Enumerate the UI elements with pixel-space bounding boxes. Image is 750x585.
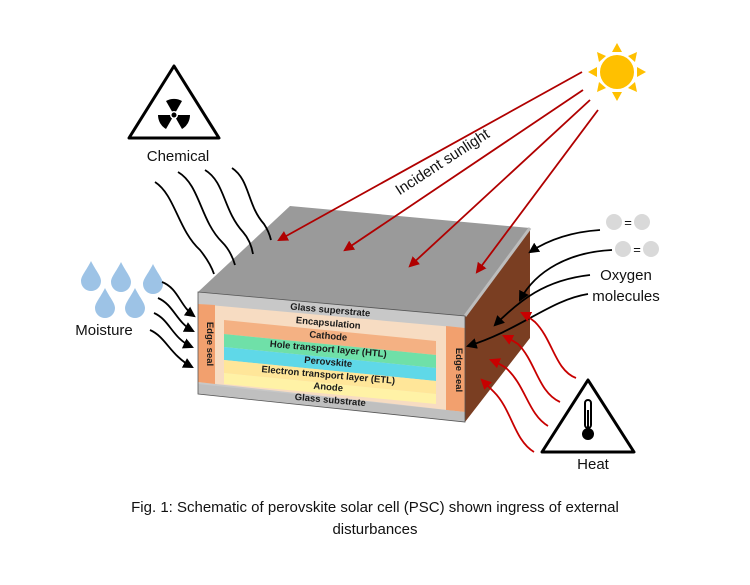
layer-label-cathode: Cathode <box>309 329 348 343</box>
incident-sunlight-label: Incident sunlight <box>392 125 493 199</box>
water-drop-icon <box>81 261 101 291</box>
oxygen-molecule-icon: = <box>606 214 650 230</box>
radiation-icon <box>157 98 191 129</box>
heat-label: Heat <box>577 456 610 473</box>
thermometer-icon <box>582 399 594 440</box>
htl-layer <box>224 334 436 368</box>
oxygen-label-line1: Oxygen <box>600 267 652 284</box>
oxygen-molecule-icon: = <box>615 241 659 257</box>
layer-label-perovskite: Perovskite <box>304 355 353 370</box>
edge-seal-left <box>198 304 215 384</box>
oxygen-molecules: = = Oxygen molecules <box>465 214 660 349</box>
water-drop-icon <box>143 264 163 294</box>
edge-seal-right-label: Edge seal <box>453 348 464 392</box>
anode-layer <box>224 373 436 404</box>
figure-caption: Fig. 1: Schematic of perovskite solar ce… <box>60 497 690 541</box>
heat-source: Heat <box>480 312 636 473</box>
chemical-label: Chemical <box>147 148 210 165</box>
edge-seal-right <box>446 326 465 412</box>
water-drop-icon <box>111 262 131 292</box>
cathode-layer <box>224 320 436 355</box>
moisture-label: Moisture <box>75 322 133 339</box>
chemical-hazard: Chemical <box>127 64 272 275</box>
moisture-source: Moisture <box>75 261 196 369</box>
water-drop-icon <box>95 288 115 318</box>
edge-seal-left-label: Edge seal <box>204 322 215 366</box>
etl-layer <box>224 360 436 394</box>
sunlight-rays <box>277 71 599 274</box>
caption-line-2: disturbances <box>332 521 418 538</box>
perovskite-layer <box>224 347 436 381</box>
solar-cell-block: Glass superstrate Encapsulation Cathode … <box>197 206 532 423</box>
water-drop-icon <box>125 288 145 318</box>
svg-text:=: = <box>633 242 641 257</box>
svg-text:=: = <box>624 215 632 230</box>
caption-line-1: Fig. 1: Schematic of perovskite solar ce… <box>131 499 619 516</box>
layer-label-anode: Anode <box>313 381 343 395</box>
sun-icon <box>588 43 646 101</box>
glass-substrate-layer <box>198 384 465 422</box>
oxygen-label-line2: molecules <box>592 288 660 305</box>
